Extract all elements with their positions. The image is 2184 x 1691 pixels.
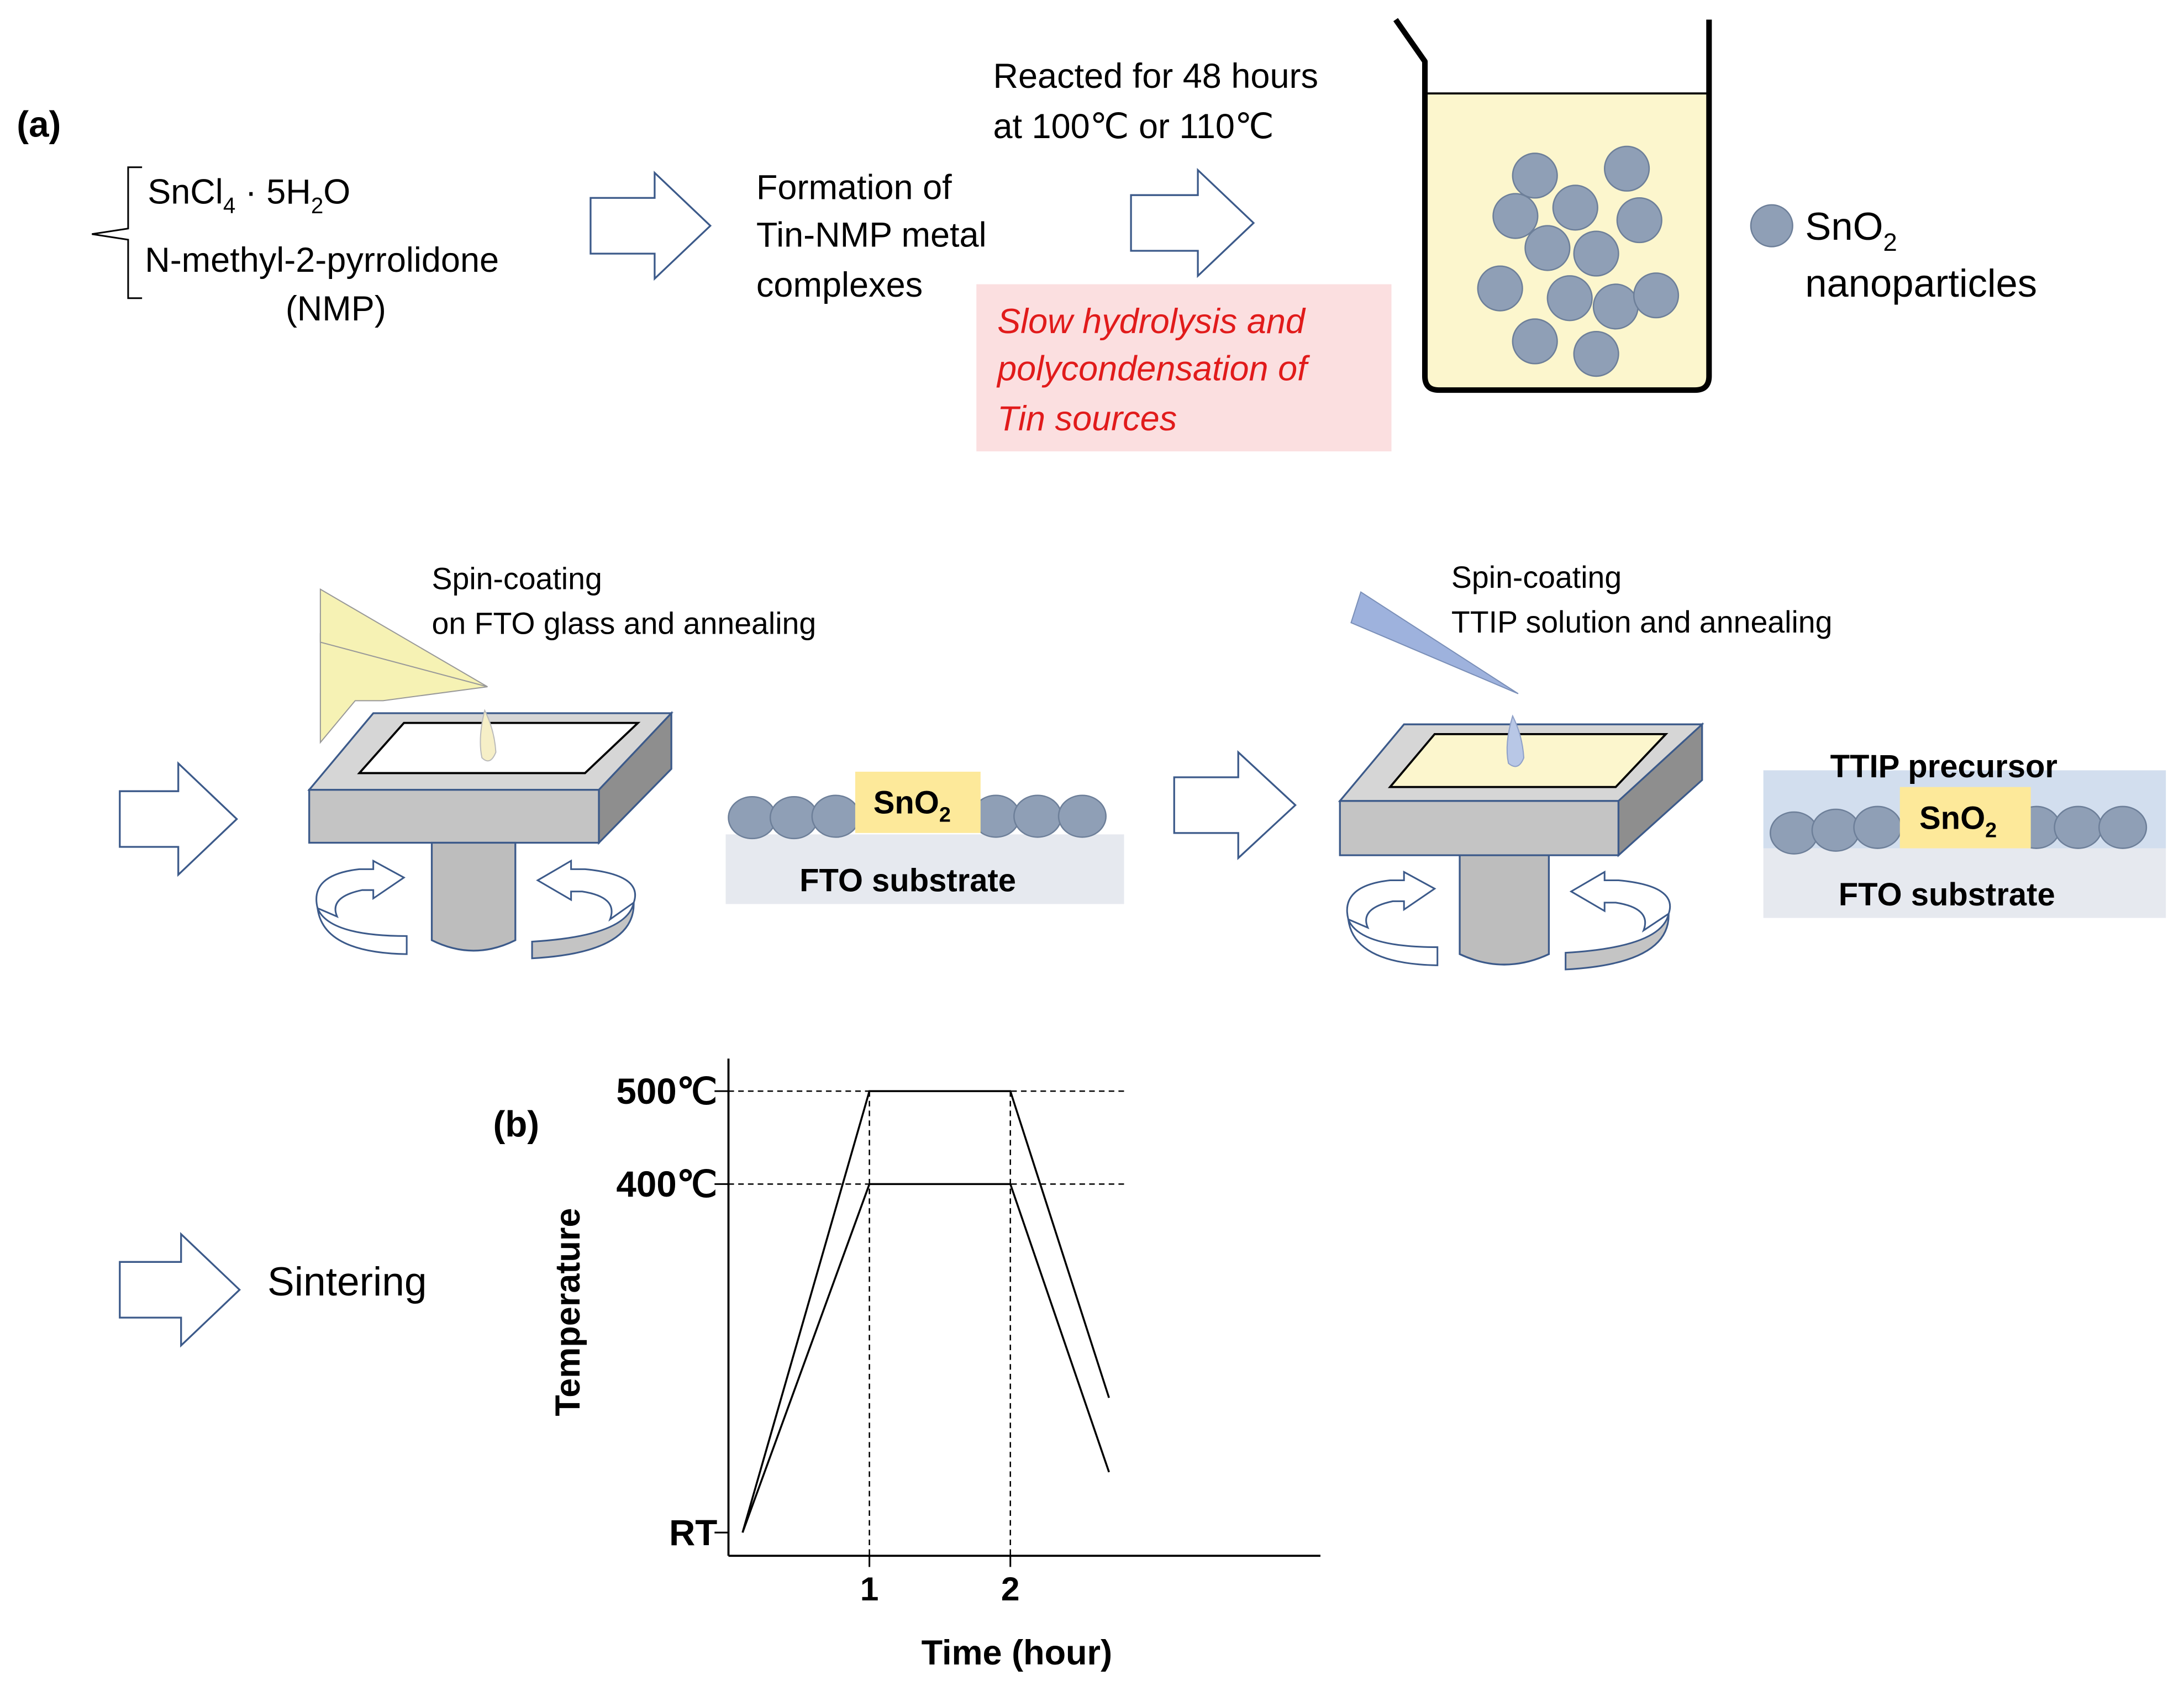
nanoparticle (1811, 808, 1860, 852)
process-arrow-3 (119, 761, 238, 877)
spin1-line-2: on FTO glass and annealing (432, 606, 817, 640)
series-line-1 (741, 1090, 1110, 1533)
nanoparticle (1616, 197, 1662, 244)
y-axis-title: Temperature (549, 1208, 587, 1416)
pipette-yellow (319, 633, 488, 744)
hydrolysis-line-2: polycondensation of (996, 349, 1310, 388)
panel-b-label: (b) (493, 1104, 539, 1144)
substrate-label-2: FTO substrate (1839, 877, 2055, 913)
reaction-line-1: Reacted for 48 hours (993, 57, 1319, 96)
sno2-label-2: SnO2 (1919, 800, 1997, 842)
nanoparticle (811, 794, 860, 838)
series-line-2 (741, 1183, 1110, 1533)
sno2-label-1: SnO2 (873, 786, 951, 827)
reagent-nmp: N-methyl-2-pyrrolidone (145, 241, 499, 280)
nanoparticle (1769, 811, 1819, 855)
y-tick-label: RT (669, 1513, 717, 1553)
hydrolysis-line-3: Tin sources (997, 399, 1177, 438)
y-tick-label: 400℃ (616, 1164, 717, 1204)
sintering-label: Sintering (267, 1260, 427, 1304)
hydrolysis-box (976, 284, 1392, 452)
complex-line-2: Tin-NMP metal (756, 215, 987, 254)
complex-line-1: Formation of (756, 168, 952, 207)
reaction-line-2: at 100℃ or 110℃ (993, 107, 1274, 146)
legend-nanoparticles: nanoparticles (1805, 261, 2037, 305)
process-arrow-5 (119, 1232, 241, 1348)
spin2-line-1: Spin-coating (1451, 560, 1622, 594)
ttip-label: TTIP precursor (1830, 749, 2057, 784)
layer-particles-1 (728, 794, 1107, 840)
reagent-brace (92, 166, 143, 299)
substrate-1 (725, 834, 1124, 904)
nanoparticle (1013, 794, 1062, 838)
panel-a-label: (a) (17, 104, 61, 144)
reagent-nmp-abbr: (NMP) (286, 289, 386, 328)
spin-coater-2 (1338, 591, 1704, 971)
layer-particles-2 (1769, 805, 2148, 855)
nanoparticle (1546, 275, 1593, 322)
nanoparticle (1492, 193, 1539, 239)
nanoparticle (769, 796, 819, 840)
reagent-sncl4: SnCl4 · 5H2O (148, 172, 350, 218)
process-arrow-1 (590, 171, 712, 281)
nanoparticle (1573, 230, 1619, 277)
spin2-line-2: TTIP solution and annealing (1451, 605, 1833, 639)
temperature-chart: (b) RT 400℃ 500℃ 1 2 Temperature Time (hour… (493, 1058, 1320, 1672)
substrate-label-1: FTO substrate (799, 863, 1016, 899)
nanoparticle (1057, 794, 1107, 838)
sno2-label-box-2 (1899, 787, 2031, 849)
x-tick-label: 1 (860, 1570, 879, 1608)
spin-coater-1 (307, 588, 673, 960)
beaker-particles (1477, 145, 1680, 377)
x-tick-label: 2 (1001, 1570, 1020, 1608)
nanoparticle (1853, 805, 1902, 849)
nanoparticle (728, 796, 777, 840)
y-tick-label: 500℃ (616, 1071, 717, 1111)
hydrolysis-line-1: Slow hydrolysis and (997, 302, 1306, 341)
pipette-blue (1350, 591, 1519, 694)
nanoparticle (1512, 152, 1558, 199)
substrate-2 (1763, 848, 2166, 918)
legend-particle-icon (1750, 204, 1793, 247)
nanoparticle (2098, 805, 2148, 849)
complex-line-3: complexes (756, 266, 923, 304)
spin1-line-1: Spin-coating (432, 562, 602, 596)
nanoparticle (1573, 330, 1619, 377)
process-arrow-2 (1130, 167, 1255, 278)
x-axis-title: Time (hour) (922, 1634, 1112, 1672)
nanoparticle (1524, 225, 1571, 271)
nanoparticle (1633, 272, 1680, 319)
nanoparticle (2054, 805, 2103, 849)
nanoparticle (1603, 145, 1650, 192)
sno2-label-box-1 (855, 771, 981, 833)
legend-sno2: SnO2 (1805, 204, 1897, 256)
nanoparticle (1592, 283, 1639, 330)
nanoparticle (1552, 185, 1598, 231)
nanoparticle (1512, 318, 1558, 365)
process-arrow-4 (1173, 750, 1297, 860)
nanoparticle (1477, 265, 1523, 312)
